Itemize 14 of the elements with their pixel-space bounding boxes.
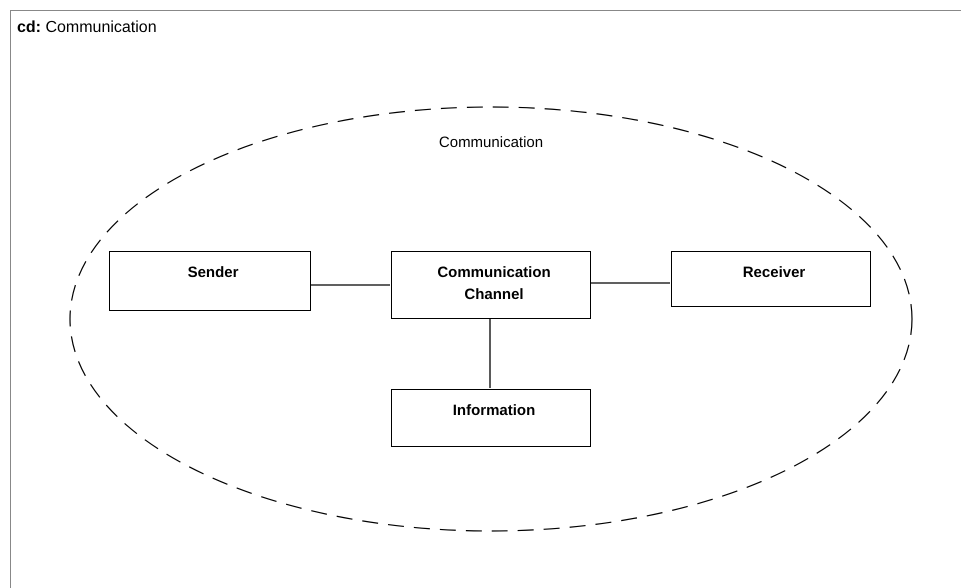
class-box	[109, 251, 311, 311]
frame-tag: cd: Communication	[11, 11, 233, 46]
class-box	[671, 251, 871, 307]
connector-line	[590, 282, 670, 284]
class-box	[391, 389, 591, 447]
connector-line	[489, 318, 491, 388]
class-name: Information	[452, 401, 536, 421]
class-box	[391, 251, 591, 319]
connector-line	[310, 284, 390, 286]
class-name: Sender	[188, 263, 238, 283]
ellipse-label: Communication	[438, 134, 544, 151]
diagram-frame	[10, 10, 961, 588]
class-name: Receiver	[742, 263, 806, 283]
class-name: Communication Channel	[436, 263, 552, 305]
